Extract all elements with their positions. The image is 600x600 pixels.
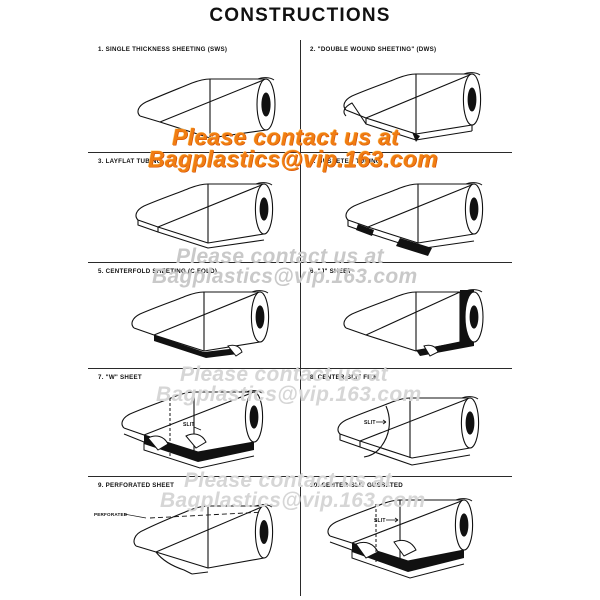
construction-cell-5: 5. CENTERFOLD SHEETING (C FOLD) [88, 266, 300, 374]
construction-label-2: 2. "DOUBLE WOUND SHEETING" (DWS) [310, 46, 437, 53]
construction-cell-8: 8. CENTER-SLIT FILM SLIT [300, 372, 512, 480]
roll-illustration-10: SLIT [300, 488, 512, 588]
page-title: CONSTRUCTIONS [209, 5, 391, 26]
svg-text:PERFORATED: PERFORATED [94, 512, 128, 517]
construction-label-6: 6. "J" SHEET [310, 268, 352, 275]
row-divider-4 [88, 476, 512, 477]
center-divider [300, 40, 301, 596]
svg-text:SLIT: SLIT [374, 518, 386, 524]
row-divider-2 [88, 262, 512, 263]
construction-cell-9: 9. PERFORATED SHEET PERFORATED [88, 480, 300, 588]
construction-cell-6: 6. "J" SHEET [300, 266, 512, 374]
construction-label-3: 3. LAYFLAT TUBING [98, 158, 162, 165]
svg-text:SLIT: SLIT [183, 422, 195, 428]
construction-cell-1: 1. SINGLE THICKNESS SHEETING (SWS) [88, 44, 300, 152]
row-divider-3 [88, 368, 512, 369]
construction-label-1: 1. SINGLE THICKNESS SHEETING (SWS) [98, 46, 228, 53]
construction-cell-3: 3. LAYFLAT TUBING [88, 156, 300, 264]
roll-illustration-5 [88, 274, 300, 374]
roll-illustration-2 [300, 52, 512, 152]
svg-text:SLIT: SLIT [364, 420, 376, 426]
construction-cell-7: 7. "W" SHEET SLIT [88, 372, 300, 480]
construction-label-5: 5. CENTERFOLD SHEETING (C FOLD) [98, 268, 218, 275]
roll-illustration-8: SLIT [300, 380, 512, 480]
construction-label-4: 4. GUSSETED TUBING [310, 158, 381, 165]
construction-label-8: 8. CENTER-SLIT FILM [310, 374, 379, 381]
construction-label-9: 9. PERFORATED SHEET [98, 482, 175, 489]
construction-cell-10: 10. CENTER-SLIT GUSSETED SLIT [300, 480, 512, 588]
roll-illustration-4 [300, 164, 512, 264]
row-divider-1 [88, 152, 512, 153]
roll-illustration-7: SLIT [88, 380, 300, 480]
roll-illustration-6 [300, 274, 512, 374]
construction-cell-4: 4. GUSSETED TUBING [300, 156, 512, 264]
construction-cell-2: 2. "DOUBLE WOUND SHEETING" (DWS) [300, 44, 512, 152]
construction-label-10: 10. CENTER-SLIT GUSSETED [310, 482, 403, 489]
roll-illustration-9: PERFORATED [88, 488, 300, 588]
roll-illustration-3 [88, 164, 300, 264]
roll-illustration-1 [88, 52, 300, 152]
construction-label-7: 7. "W" SHEET [98, 374, 142, 381]
